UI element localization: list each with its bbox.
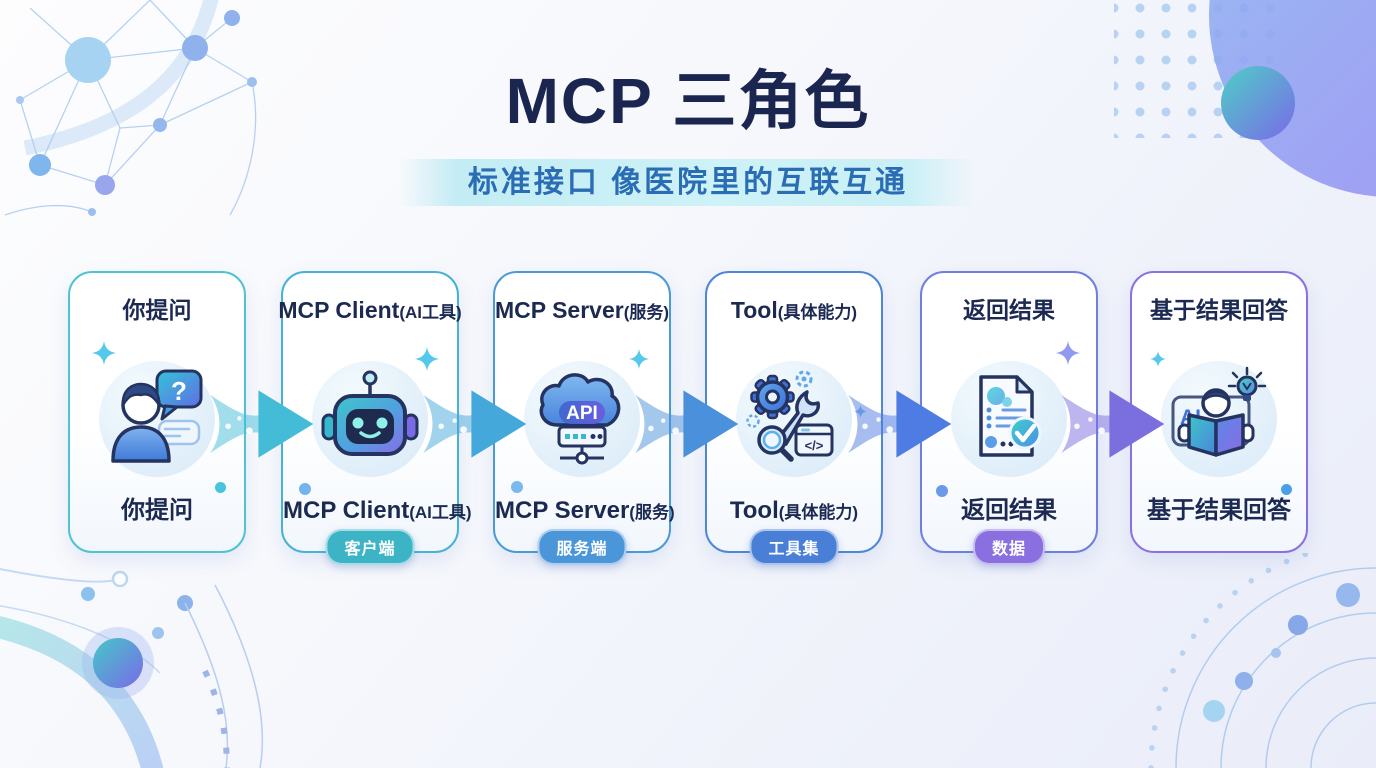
card-top-label: 你提问 — [122, 297, 192, 323]
sparkle-icon — [415, 347, 439, 371]
accent-dot — [936, 485, 948, 497]
badge-client: 客户端 — [325, 529, 415, 565]
tools-icon: </> — [736, 361, 852, 477]
user-question-icon: ? — [99, 361, 215, 477]
svg-text:API: API — [566, 403, 598, 424]
svg-text:?: ? — [171, 376, 187, 406]
sparkle-icon — [1150, 351, 1166, 367]
badge-server: 服务端 — [537, 529, 627, 565]
card-top-label: Tool(具体能力) — [730, 297, 858, 323]
flow-arrow-3 — [633, 368, 745, 480]
document-check-icon — [951, 361, 1067, 477]
card-mcp-client: MCP Client(AI工具) — [278, 271, 472, 565]
flow-arrow-1 — [208, 368, 320, 480]
robot-icon — [312, 361, 428, 477]
accent-dot — [1281, 484, 1292, 495]
accent-dot — [299, 483, 311, 495]
card-user-question: 你提问 ? — [68, 271, 246, 553]
svg-text:</>: </> — [805, 438, 824, 453]
sparkle-icon — [1056, 341, 1080, 365]
card-top-label: 基于结果回答 — [1150, 297, 1288, 323]
card-top-label: 返回结果 — [963, 297, 1055, 323]
card-bottom-label: MCP Client(AI工具) — [283, 497, 472, 524]
card-answer: 基于结果回答 AI — [1130, 271, 1308, 553]
card-top-label: MCP Server(服务) — [494, 297, 670, 323]
cloud-api-icon: API — [524, 361, 640, 477]
card-bottom-label: 返回结果 — [961, 497, 1057, 524]
reading-ai-icon: AI — [1161, 361, 1277, 477]
page-title: MCP 三角色 — [505, 65, 871, 137]
card-return-result: 返回结果 — [920, 271, 1098, 565]
flow-arrow-4 — [846, 368, 958, 480]
card-mcp-server: MCP Server(服务) API — [493, 271, 675, 565]
card-tool: Tool(具体能力) — [705, 271, 883, 565]
accent-dot — [215, 482, 226, 493]
flow-row: 你提问 ? — [68, 271, 1311, 586]
card-bottom-label: Tool(具体能力) — [729, 497, 859, 524]
card-bottom-label: 基于结果回答 — [1147, 497, 1291, 524]
accent-dot — [511, 481, 523, 493]
badge-toolset: 工具集 — [749, 529, 839, 565]
flow-arrow-2 — [421, 368, 533, 480]
page-subtitle: 标准接口 像医院里的互联互通 — [399, 159, 977, 206]
badge-data: 数据 — [972, 529, 1046, 565]
card-bottom-label: 你提问 — [121, 497, 193, 524]
card-bottom-label: MCP Server(服务) — [495, 497, 675, 524]
sparkle-icon — [629, 349, 649, 369]
sparkle-icon — [92, 341, 116, 365]
flow-arrow-5 — [1059, 368, 1171, 480]
card-top-label: MCP Client(AI工具) — [278, 297, 462, 323]
